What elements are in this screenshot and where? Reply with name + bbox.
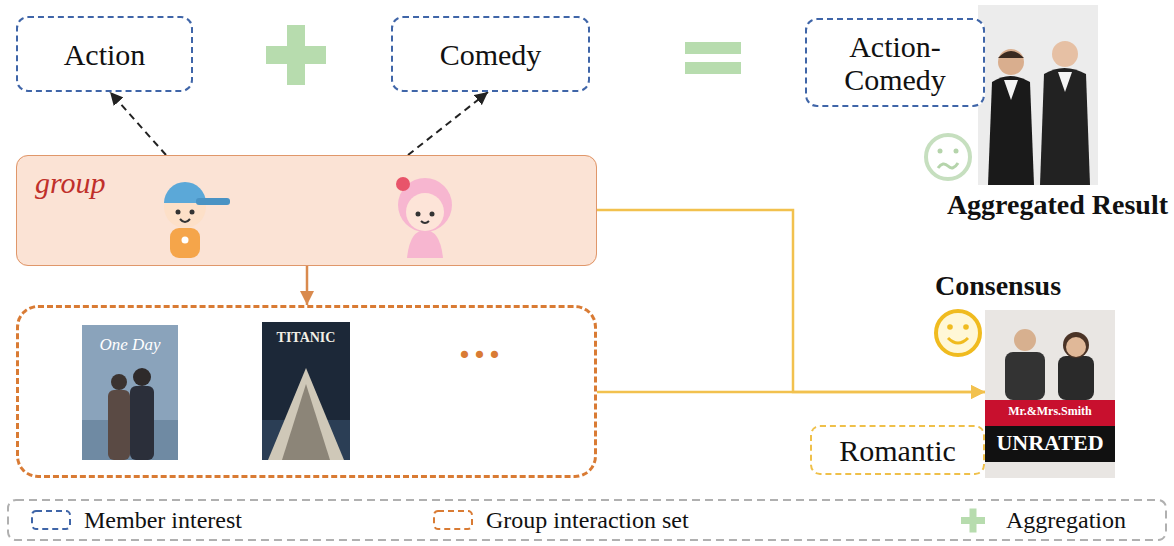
avatar-face	[406, 193, 444, 231]
legend-sample	[28, 507, 74, 533]
node-label: Comedy	[440, 38, 542, 71]
poster-band	[985, 400, 1115, 426]
avatar-cap-brim	[196, 198, 230, 205]
node-label: Romantic	[839, 434, 956, 467]
connector-arrow	[306, 266, 309, 305]
node-label: Action- Comedy	[817, 30, 973, 96]
legend-sample	[430, 507, 476, 533]
connector-arrow	[408, 92, 488, 155]
avatar-mouth	[421, 221, 429, 223]
avatar-eye	[416, 212, 421, 217]
poster-band	[985, 426, 1115, 462]
face-mouth	[948, 338, 968, 343]
poster-title: One Day	[82, 336, 178, 355]
avatar-eye	[430, 212, 435, 217]
legend-label: Member interest	[84, 507, 242, 533]
avatar-button	[182, 237, 189, 244]
avatar-flower	[396, 177, 410, 191]
connector-arrow	[597, 391, 985, 394]
avatar-mouth	[180, 219, 190, 222]
interest-box: Action	[16, 16, 193, 92]
face-eye	[954, 149, 959, 154]
poster-figure	[111, 374, 127, 390]
poster-shirt	[1058, 72, 1072, 92]
legend-label: Group interaction set	[486, 507, 689, 533]
movie-poster	[82, 325, 178, 460]
movie-poster	[262, 322, 350, 460]
poster-hair	[1063, 332, 1089, 358]
plus-symbol	[970, 509, 977, 533]
avatar-eye	[176, 210, 181, 215]
poster-figure	[1058, 356, 1094, 400]
poster-figure	[998, 49, 1024, 75]
poster-figure	[1052, 41, 1078, 67]
poster-figure	[130, 386, 154, 460]
poster-figure	[988, 76, 1034, 185]
legend-dashed-box	[32, 511, 70, 529]
node-label: Action	[64, 38, 146, 71]
equals-symbol	[685, 62, 741, 74]
movie-poster	[978, 5, 1098, 185]
legend-sample	[950, 507, 996, 533]
poster-figure	[133, 368, 151, 386]
result-poster: Aggregated Result	[978, 5, 1098, 185]
plus-symbol	[287, 25, 305, 85]
poster-ship	[282, 384, 330, 460]
legend-frame	[8, 500, 1166, 540]
avatar-eye	[190, 210, 195, 215]
poster-ship	[268, 368, 344, 460]
face-mouth	[938, 163, 958, 168]
poster-title: UNRATED	[985, 431, 1115, 455]
poster-figure	[1014, 329, 1036, 351]
connector-arrow	[597, 210, 985, 392]
poster-hair	[998, 51, 1024, 58]
legend-item: Member interest	[28, 500, 242, 540]
node-label: Consensus	[935, 270, 1061, 302]
poster-title: TITANIC	[262, 330, 350, 345]
legend-dashed-box	[434, 511, 472, 529]
genre-box: Romantic	[810, 425, 985, 475]
face-eye	[963, 324, 969, 330]
interest-box: Comedy	[391, 16, 590, 92]
avatar-body	[170, 228, 200, 258]
equals-symbol	[685, 42, 741, 54]
node-label: Aggregated Result	[947, 189, 1168, 221]
poster-figure	[1040, 68, 1090, 185]
smiley-icon	[936, 311, 980, 355]
poster-figure	[1005, 352, 1045, 400]
legend-item: Group interaction set	[430, 500, 689, 540]
legend-item: Aggregation	[950, 500, 1126, 540]
connector-arrow	[110, 92, 166, 155]
face-eye	[938, 149, 943, 154]
poster-figure	[108, 390, 130, 460]
poster-figure	[1066, 337, 1086, 357]
ellipsis-mark: ...	[459, 322, 504, 366]
legend-label: Aggregation	[1006, 507, 1126, 533]
connectors	[110, 92, 985, 392]
sad-face-icon	[926, 135, 970, 179]
group-fill	[16, 155, 597, 266]
face-eye	[947, 324, 953, 330]
avatar-body	[407, 230, 443, 258]
node-label: group	[35, 166, 106, 201]
group-box: group	[16, 155, 597, 266]
movie-poster	[985, 310, 1115, 478]
interest-box: Action- Comedy	[805, 18, 985, 107]
poster-title: Mr.&Mrs.Smith	[985, 405, 1115, 418]
poster-shirt	[1004, 80, 1018, 100]
